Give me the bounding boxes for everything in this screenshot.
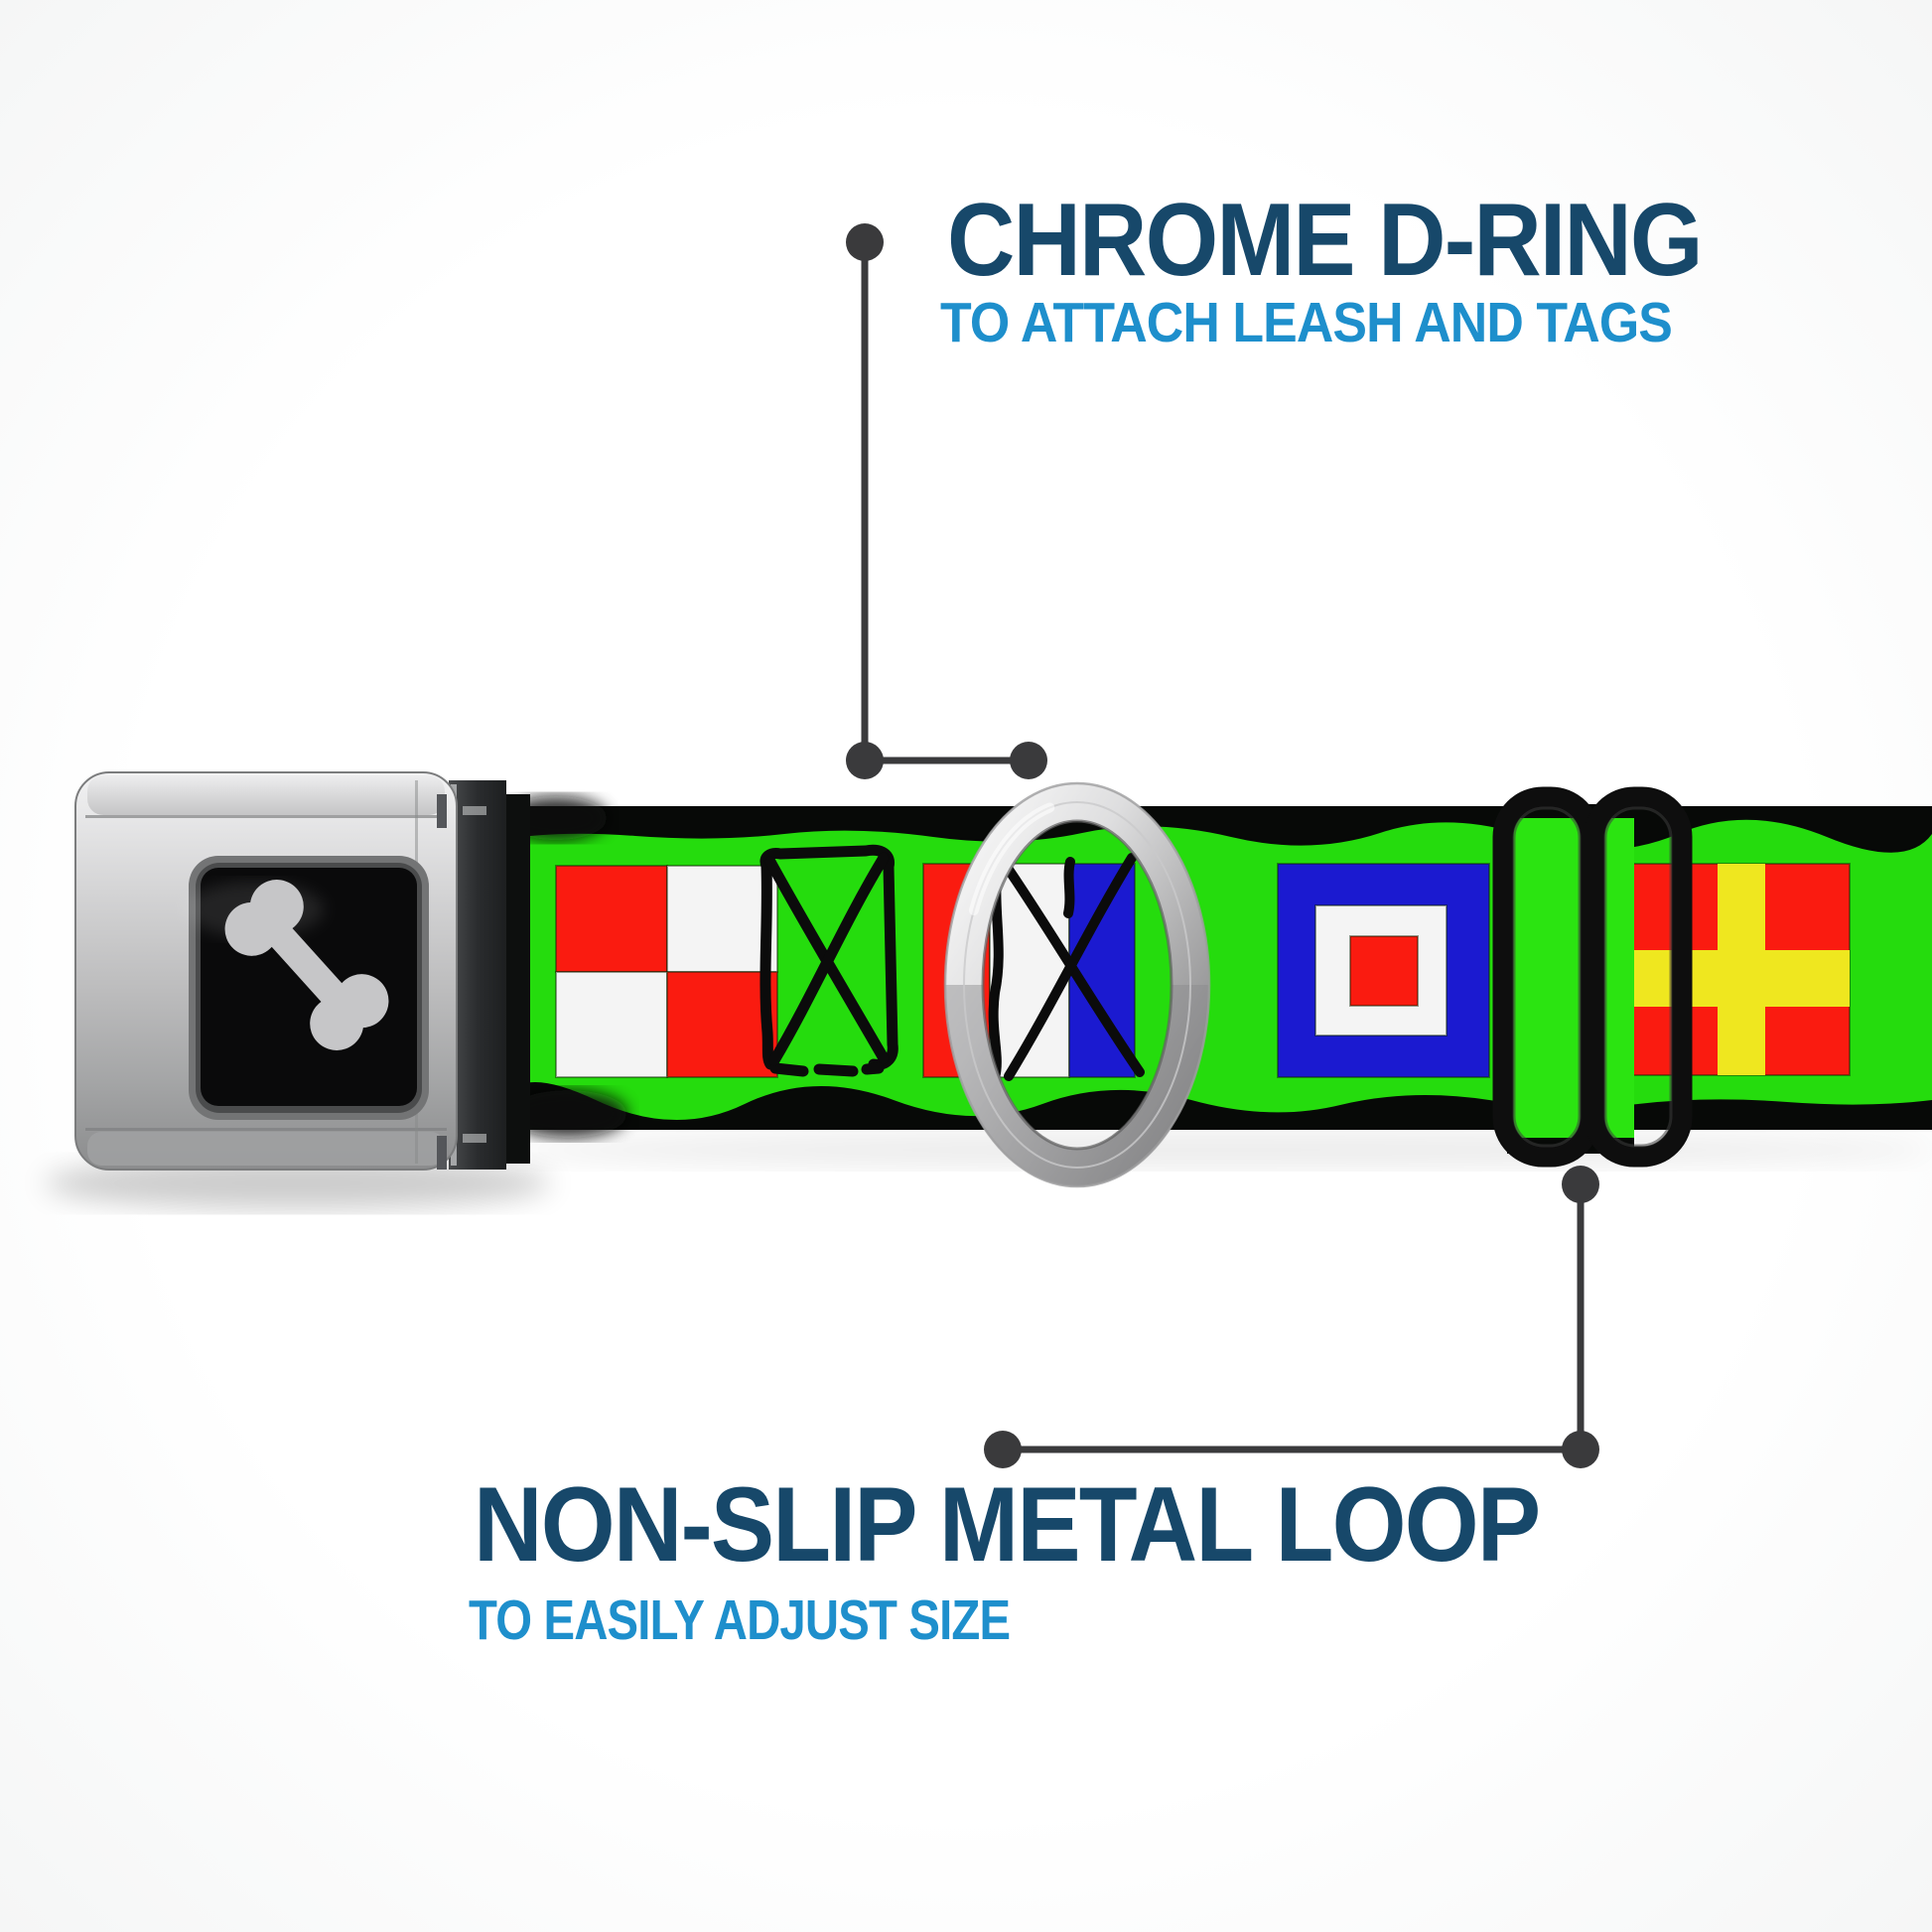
- sketched-x-outline-flag: [759, 844, 898, 1077]
- ring-wire-seam: [963, 801, 1191, 1169]
- bottom-callout-leader: [984, 1166, 1599, 1468]
- red-white-quartered-flag: [555, 865, 778, 1078]
- metal-slider-loop: [1492, 786, 1693, 1168]
- ring-inner-edge: [981, 819, 1173, 1151]
- tricolor-sketch-strokes: [988, 853, 1145, 1083]
- hinge-notch-bottom: [437, 1136, 447, 1170]
- latch-glint-top: [463, 806, 486, 815]
- bottom-callout-text-dot: [984, 1431, 1022, 1468]
- buckle-top-seam: [85, 815, 447, 818]
- chrome-d-ring: [943, 781, 1211, 1188]
- ring-outer-edge: [943, 781, 1211, 1188]
- buckle-latch-end: [449, 780, 506, 1170]
- strap-fold-shadow-bottom: [508, 1090, 627, 1138]
- dog-bone-icon: [224, 880, 389, 1050]
- top-callout-subtitle: TO ATTACH LEASH AND TAGS: [940, 291, 1673, 354]
- slider-right-loop: [1584, 786, 1693, 1168]
- buckle-bottom-seam: [85, 1128, 447, 1131]
- slider-left-sheen: [1512, 806, 1582, 1148]
- buckle-bottom-face: [87, 1132, 445, 1166]
- hinge-notch-top: [437, 794, 447, 828]
- top-callout-text-dot: [846, 223, 884, 261]
- bottom-callout-title: NON-SLIP METAL LOOP: [474, 1464, 1541, 1584]
- blue-white-red-square-flag: [1277, 863, 1490, 1078]
- seatbelt-buckle: [74, 771, 530, 1171]
- bottom-callout-target-dot: [1562, 1166, 1599, 1203]
- red-yellow-cross-flag: [1630, 863, 1851, 1076]
- slider-right-sheen: [1603, 806, 1673, 1148]
- latch-glint-bottom: [463, 1134, 486, 1143]
- bottom-callout-subtitle: TO EASILY ADJUST SIZE: [469, 1588, 1011, 1652]
- top-callout-leader: [846, 223, 1047, 779]
- buckle-top-face: [87, 775, 445, 815]
- strap-fold-in-slider: [1507, 804, 1634, 1154]
- top-callout-target-dot: [1010, 742, 1047, 779]
- buckle-strap-gap: [502, 794, 530, 1164]
- top-callout-title: CHROME D-RING: [947, 183, 1704, 298]
